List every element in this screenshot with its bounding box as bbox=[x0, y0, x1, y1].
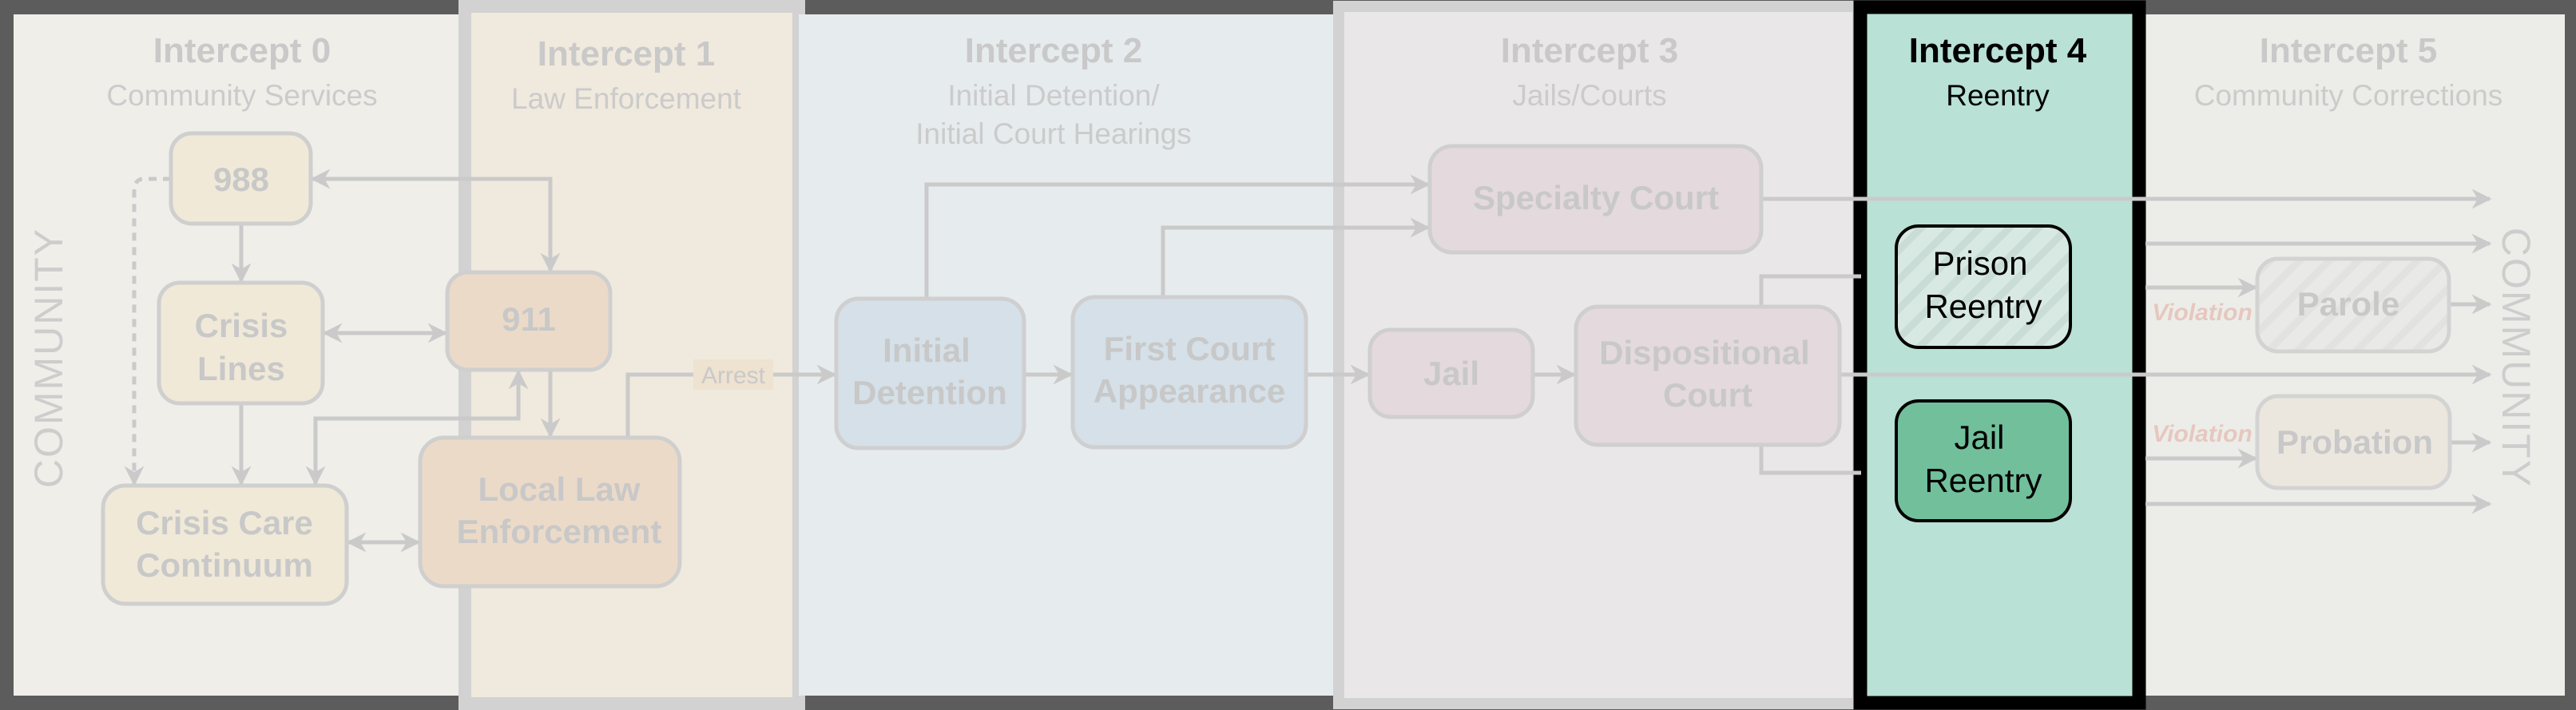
intercept-3-subtitle: Jails/Courts bbox=[1512, 79, 1666, 112]
intercept-4-subtitle: Reentry bbox=[1946, 79, 2050, 112]
intercept-3-title: Intercept 3 bbox=[1501, 31, 1679, 70]
intercept-0-title: Intercept 0 bbox=[153, 31, 331, 70]
intercept-2-title: Intercept 2 bbox=[965, 31, 1143, 70]
node-jail-reentry[interactable]: Jail Reentry bbox=[1895, 399, 2072, 522]
node-label: Probation bbox=[2276, 423, 2433, 461]
node-crisis-lines[interactable]: Crisis Lines bbox=[157, 280, 325, 406]
intercept-4-title: Intercept 4 bbox=[1909, 31, 2087, 70]
node-label: First Court bbox=[1104, 330, 1276, 367]
intercept-1-title: Intercept 1 bbox=[538, 34, 716, 73]
panel-intercept-4[interactable] bbox=[1853, 0, 2146, 710]
node-parole[interactable]: Parole bbox=[2255, 256, 2451, 354]
node-specialty-court[interactable]: Specialty Court bbox=[1427, 144, 1764, 255]
node-911[interactable]: 911 bbox=[445, 270, 613, 372]
node-label: Reentry bbox=[1924, 462, 2042, 499]
node-988-label: 988 bbox=[213, 161, 269, 198]
node-label: Enforcement bbox=[457, 513, 662, 550]
node-label: Jail bbox=[1954, 418, 2004, 456]
node-911-label: 911 bbox=[502, 300, 556, 338]
node-label: Detention bbox=[852, 374, 1007, 411]
node-label: Initial bbox=[883, 331, 970, 369]
arrest-label-bg bbox=[693, 359, 773, 390]
node-label: Appearance bbox=[1094, 372, 1285, 410]
intercept-2-subtitle-line1: Initial Detention/ bbox=[947, 79, 1160, 112]
node-dispositional-court[interactable]: Dispositional Court bbox=[1574, 304, 1842, 447]
node-label: Crisis bbox=[195, 307, 288, 344]
violation-label-probation: Violation bbox=[2152, 421, 2253, 447]
node-label: Local Law bbox=[478, 470, 640, 508]
node-label: Reentry bbox=[1924, 288, 2042, 325]
node-initial-detention[interactable]: Initial Detention bbox=[834, 296, 1026, 450]
node-label: Crisis Care bbox=[136, 504, 313, 541]
violation-label-parole: Violation bbox=[2152, 299, 2253, 326]
node-local-law-enforcement[interactable]: Local Law Enforcement bbox=[418, 435, 682, 589]
panel-intercept-5 bbox=[2145, 14, 2565, 696]
node-label: Prison bbox=[1932, 244, 2027, 282]
community-label-left: COMMUNITY bbox=[26, 228, 71, 488]
node-label: Parole bbox=[2297, 285, 2399, 323]
node-probation[interactable]: Probation bbox=[2255, 394, 2452, 490]
intercept-1-subtitle: Law Enforcement bbox=[511, 82, 742, 115]
node-crisis-care-continuum[interactable]: Crisis Care Continuum bbox=[101, 483, 349, 606]
intercept-0-subtitle: Community Services bbox=[106, 79, 377, 112]
node-first-court-appearance[interactable]: First Court Appearance bbox=[1070, 295, 1308, 450]
intercept-2-subtitle-line2: Initial Court Hearings bbox=[915, 117, 1191, 150]
node-label: Lines bbox=[197, 350, 285, 387]
node-label: Court bbox=[1663, 376, 1752, 414]
node-label: Dispositional bbox=[1599, 334, 1810, 371]
arrest-label: Arrest bbox=[701, 363, 766, 389]
node-label: Specialty Court bbox=[1473, 179, 1719, 216]
node-prison-reentry[interactable]: Prison Reentry bbox=[1895, 224, 2072, 349]
node-label: Jail bbox=[1423, 355, 1479, 392]
intercept-5-subtitle: Community Corrections bbox=[2194, 79, 2503, 112]
node-jail[interactable]: Jail bbox=[1367, 327, 1535, 419]
node-988[interactable]: 988 bbox=[169, 131, 313, 226]
node-label: Continuum bbox=[136, 546, 313, 584]
intercept-5-title: Intercept 5 bbox=[2260, 31, 2438, 70]
community-label-right: COMMUNITY bbox=[2494, 228, 2538, 488]
